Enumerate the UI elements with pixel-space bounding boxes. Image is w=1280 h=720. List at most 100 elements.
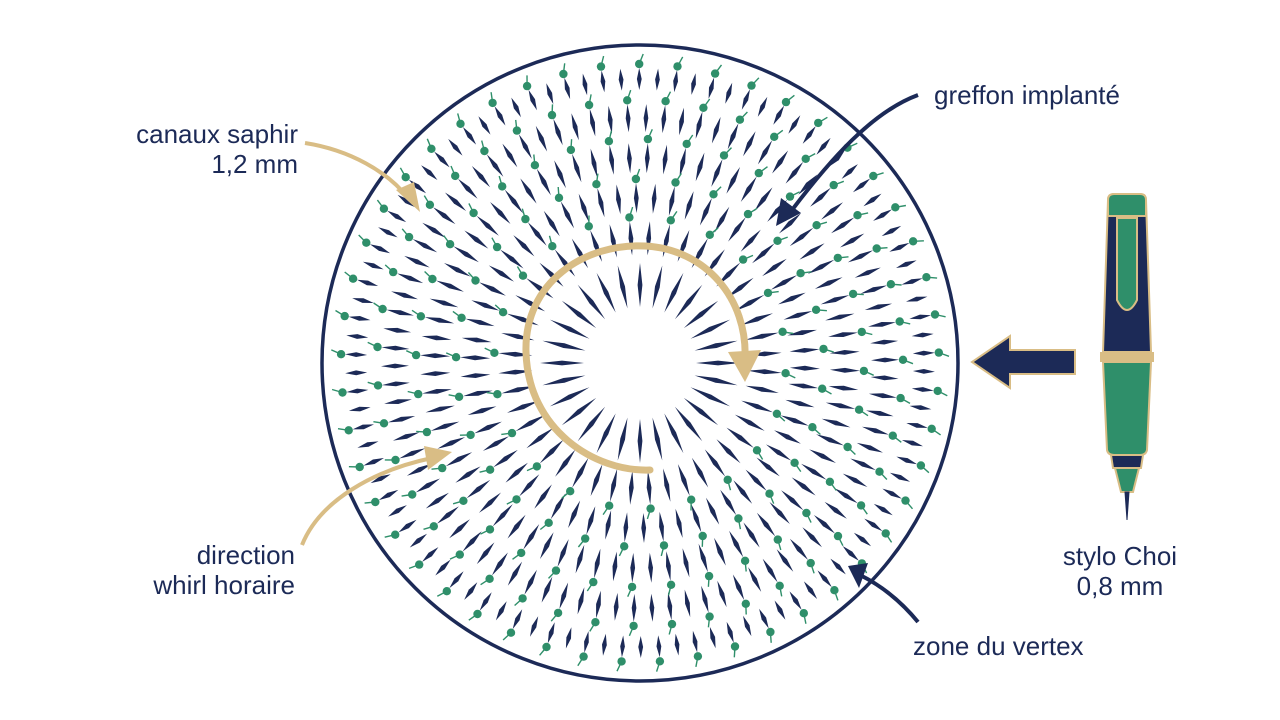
channel-slit xyxy=(695,111,703,139)
channel-slit xyxy=(458,178,478,199)
channel-slit xyxy=(607,105,613,134)
channel-slit xyxy=(577,284,606,320)
channel-slit xyxy=(448,138,463,156)
graft-hair xyxy=(810,562,815,574)
channel-slit xyxy=(714,537,726,566)
channel-slit xyxy=(561,397,597,426)
channel-slit xyxy=(789,365,820,371)
channel-slit xyxy=(727,123,739,150)
graft-hair xyxy=(747,207,758,215)
graft-hair xyxy=(452,500,464,505)
channel-slit xyxy=(912,369,935,374)
channel-slit xyxy=(864,303,893,310)
channel-slit xyxy=(387,416,416,423)
channel-slit xyxy=(620,635,625,658)
channel-slit xyxy=(740,229,761,252)
graft-hair xyxy=(800,271,812,274)
channel-slit xyxy=(553,118,563,146)
label-choi-pen-line2: 0,8 mm xyxy=(1076,571,1164,601)
graft-hair xyxy=(431,467,443,470)
channel-slit xyxy=(370,474,391,484)
graft-dot xyxy=(896,393,905,403)
channel-slit xyxy=(420,353,451,359)
channel-slit xyxy=(638,636,644,658)
graft-hair xyxy=(638,53,644,65)
channel-slit xyxy=(460,355,491,361)
channel-slit xyxy=(415,478,440,493)
channel-slit xyxy=(813,515,835,534)
channel-slit xyxy=(856,442,883,453)
graft-hair xyxy=(367,381,379,387)
graft-hair xyxy=(602,505,610,515)
channel-slit xyxy=(425,492,449,509)
channel-slit xyxy=(809,449,836,463)
graft-hair xyxy=(861,331,873,336)
channel-slit xyxy=(387,210,407,223)
channel-slit xyxy=(906,423,928,428)
channel-slit xyxy=(381,363,409,369)
graft-hair xyxy=(628,206,634,218)
graft-hair xyxy=(628,625,635,637)
channel-slit xyxy=(345,370,368,376)
channel-slit xyxy=(785,399,815,408)
channel-slit xyxy=(363,458,384,466)
graft-hair xyxy=(789,191,800,198)
graft-hair xyxy=(709,227,719,236)
graft-hair xyxy=(713,186,722,195)
graft-hair xyxy=(895,204,907,208)
channel-slit xyxy=(816,137,831,155)
channel-slit xyxy=(369,244,391,254)
graft-hair xyxy=(913,240,924,242)
channel-slit xyxy=(425,405,455,413)
graft-hair xyxy=(858,409,869,417)
channel-slit xyxy=(909,314,932,320)
channel-slit xyxy=(404,255,430,268)
channel-slit xyxy=(802,527,822,548)
graft-hair xyxy=(577,656,585,667)
channel-slit xyxy=(726,277,754,299)
channel-slit xyxy=(906,296,928,302)
channel-slit xyxy=(453,246,479,263)
graft-hair xyxy=(714,64,723,75)
graft-hair xyxy=(635,168,641,180)
channel-slit xyxy=(424,317,455,324)
graft-hair xyxy=(561,490,571,499)
channel-slit xyxy=(513,235,535,257)
channel-slit xyxy=(716,439,741,464)
graft-hair xyxy=(501,432,513,436)
channel-slit xyxy=(816,434,844,446)
graft-hair xyxy=(829,481,837,491)
graft-hair xyxy=(539,646,548,656)
channel-slit xyxy=(386,309,414,316)
channel-slit xyxy=(412,239,438,253)
graft-hair xyxy=(676,56,684,67)
graft-hair xyxy=(484,347,495,354)
channel-slit xyxy=(711,159,723,187)
graft-hair xyxy=(506,498,517,505)
channel-slit xyxy=(352,298,374,303)
graft-hair xyxy=(423,195,431,206)
graft-dot xyxy=(848,289,858,299)
graft-hair xyxy=(452,310,463,319)
graft-hair xyxy=(758,166,768,174)
channel-slit xyxy=(463,390,493,397)
channel-slit xyxy=(745,385,779,393)
graft-hair xyxy=(686,134,694,145)
graft-hair xyxy=(833,589,839,601)
graft-hair xyxy=(608,130,613,142)
channel-slit xyxy=(612,551,618,582)
channel-slit xyxy=(780,415,809,426)
channel-slit xyxy=(828,385,859,391)
graft-hair xyxy=(589,621,596,632)
channel-slit xyxy=(505,462,528,483)
channel-slit xyxy=(623,512,629,543)
channel-slit xyxy=(605,510,612,540)
channel-slit xyxy=(789,348,820,353)
graft-hair xyxy=(373,421,385,424)
channel-slit xyxy=(741,313,773,326)
channel-slit xyxy=(814,277,843,289)
graft-hair xyxy=(878,471,888,480)
graft-hair xyxy=(667,584,672,596)
channel-slit xyxy=(820,295,850,305)
channel-slit xyxy=(464,582,478,600)
